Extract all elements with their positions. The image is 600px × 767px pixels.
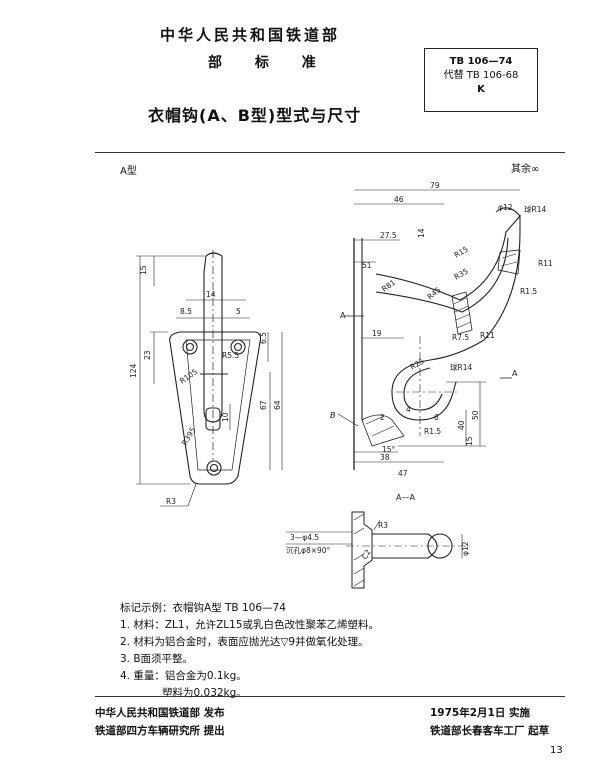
dim-side-2: 2 (380, 413, 385, 422)
section-marker-a-right: A (512, 369, 518, 378)
dim-section-c2: C2 (360, 548, 373, 561)
dim-side-r1-5b: R1.5 (424, 427, 441, 436)
notes-block: 标记示例：衣帽钩A型 TB 106—74 1. 材料：ZL1，允许ZL15或乳白… (120, 600, 560, 702)
marking-example: 标记示例：衣帽钩A型 TB 106—74 (120, 602, 286, 614)
dim-front-6-5: 6.5 (259, 332, 268, 344)
footer-rule (95, 696, 565, 697)
standard-type: 部 标 准 (208, 55, 330, 71)
dim-side-79: 79 (430, 181, 440, 190)
dim-side-19: 19 (372, 329, 382, 338)
note-3-flatness: 3. B面须平整。 (120, 653, 194, 665)
hole-note-countersink: 沉孔φ8×90° (286, 546, 331, 555)
hole-note-count: 3—φ4.5 (290, 533, 319, 542)
dim-side-51: 51 (362, 261, 372, 270)
page-number: 13 (550, 745, 563, 756)
dim-side-r14: 球R14 (524, 204, 546, 214)
dim-side-phi12: φ12 (498, 203, 513, 212)
dim-front-10: 10 (221, 412, 230, 422)
dim-front-5: 5 (236, 307, 241, 316)
dim-front-r105: R105 (178, 367, 199, 386)
category-code: K (477, 84, 485, 95)
section-marker-a-top: A (340, 311, 346, 320)
dim-side-r15: R15 (453, 244, 470, 259)
dim-front-124: 124 (129, 363, 138, 378)
note-4-weight-plastic: 塑料为0.032kg。 (162, 687, 247, 699)
standard-number: TB 106—74 (449, 56, 513, 67)
type-label: A型 (120, 166, 137, 177)
front-view (136, 250, 283, 507)
section-label: A—A (396, 493, 415, 502)
dim-side-r1-5: R1.5 (520, 287, 537, 296)
issuer: 中华人民共和国铁道部 发布 (95, 707, 225, 719)
dim-side-40: 40 (457, 420, 466, 430)
dim-side-15deg: 15° (382, 445, 396, 454)
dim-side-4: 4 (406, 405, 411, 414)
dim-side-r81: R81 (380, 278, 397, 294)
dim-front-14: 14 (206, 290, 216, 299)
header-rule (95, 152, 565, 153)
note-2-surface: 2. 材料为铝合金时，表面应抛光达▽9并做氧化处理。 (120, 636, 369, 648)
dim-side-r35: R35 (453, 266, 470, 281)
dim-side-46: 46 (394, 195, 404, 204)
standard-number-box: TB 106—74 代替 TB 106-68 K (424, 48, 538, 112)
side-view (337, 189, 521, 470)
dim-section-r3: R3 (378, 521, 388, 530)
dim-side-27-5: 27.5 (380, 231, 397, 240)
dim-side-6: 6 (434, 413, 439, 422)
section-a-a (286, 511, 470, 589)
dim-front-r3: R3 (166, 497, 176, 506)
technical-drawing: 15 124 23 14 8.5 5 6.5 67 64 10 R3 R5.5 … (129, 181, 553, 589)
proposer: 铁道部四方车辆研究所 提出 (95, 725, 225, 737)
effective-date: 1975年2月1日 实施 (430, 707, 530, 719)
dim-front-8-5: 8.5 (180, 307, 192, 316)
replaces-note: 代替 TB 106-68 (443, 70, 519, 81)
dim-front-67: 67 (259, 400, 268, 410)
dim-side-15: 15 (465, 436, 474, 446)
roughness-note: 其余∞ (511, 164, 540, 175)
note-4-weight: 4. 重量：铝合金为0.1kg。 (120, 670, 247, 682)
org-name: 中华人民共和国铁道部 (160, 26, 341, 44)
dim-front-23: 23 (143, 350, 152, 360)
dim-side-50: 50 (471, 410, 480, 420)
dim-front-64: 64 (273, 400, 282, 410)
dim-side-14: 14 (417, 228, 426, 238)
dim-side-38: 38 (380, 453, 390, 462)
drafter: 铁道部长春客车工厂 起草 (430, 725, 550, 737)
dim-side-r11: R11 (538, 259, 553, 268)
face-b-marker: B (330, 411, 336, 420)
dim-side-r14b: 球R14 (450, 362, 472, 372)
dim-side-47: 47 (398, 469, 408, 478)
dim-side-r7-5: R7.5 (452, 333, 469, 342)
document-title: 衣帽钩(A、B型)型式与尺寸 (148, 106, 362, 125)
note-1-material: 1. 材料：ZL1，允许ZL15或乳白色改性聚苯乙烯塑料。 (120, 619, 379, 631)
dim-front-15: 15 (139, 265, 148, 275)
dim-section-phi12: φ12 (461, 541, 470, 556)
dim-front-r5-5: R5.5 (222, 351, 239, 360)
dim-side-r11b: R11 (480, 331, 495, 340)
